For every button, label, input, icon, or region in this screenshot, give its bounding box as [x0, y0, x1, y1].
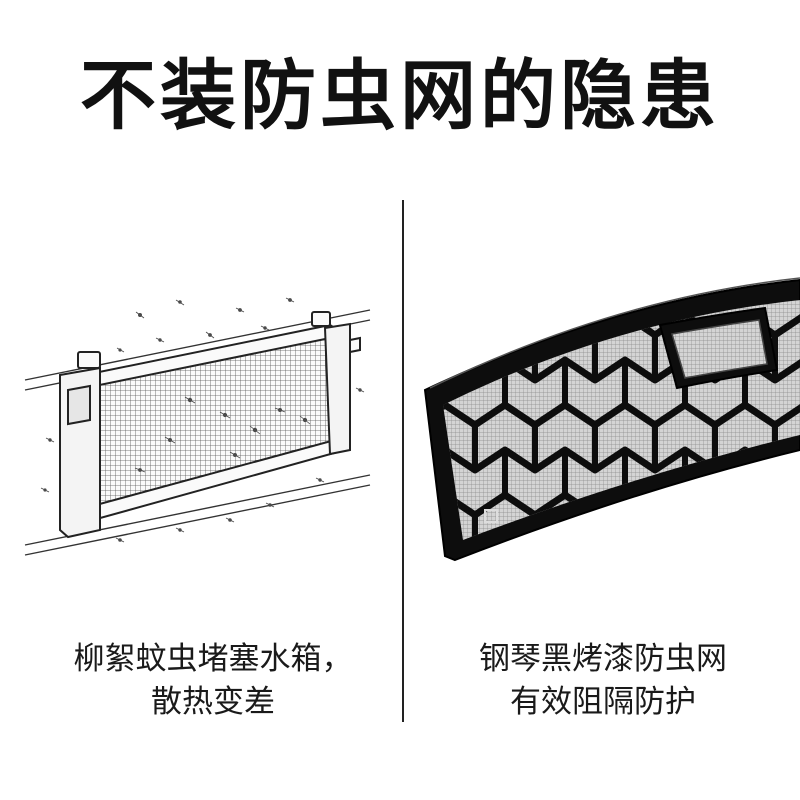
left-caption: 柳絮蚊虫堵塞水箱， 散热变差 [18, 638, 408, 724]
right-caption-line1: 钢琴黑烤漆防虫网 [479, 641, 727, 677]
insect-screen-grille-illustration [423, 277, 800, 562]
mount-clip [484, 509, 498, 523]
left-caption-line2: 散热变差 [151, 684, 275, 720]
radiator-illustration [24, 297, 371, 556]
radiator-frame [59, 311, 361, 539]
right-caption-line2: 有效阻隔防护 [510, 684, 696, 720]
sensor-window [658, 306, 779, 390]
panel-divider [402, 200, 404, 722]
left-caption-line1: 柳絮蚊虫堵塞水箱， [73, 641, 353, 677]
insect-debris [40, 297, 365, 543]
page-title: 不装防虫网的隐患 [80, 51, 720, 140]
right-caption: 钢琴黑烤漆防虫网 有效阻隔防护 [408, 638, 798, 724]
